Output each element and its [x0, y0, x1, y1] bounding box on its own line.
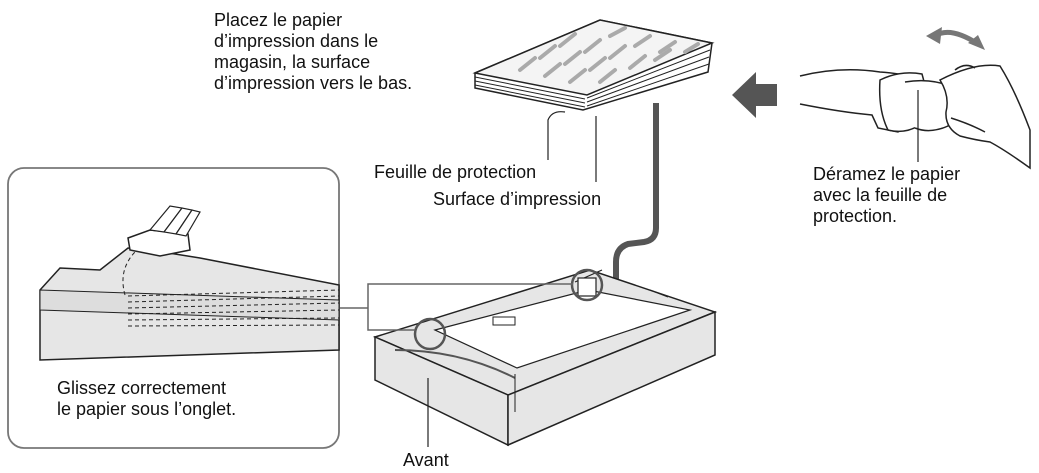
fan-motion-arrowhead-right	[968, 35, 985, 50]
paper-stack-illustration	[472, 19, 715, 111]
insert-arrow	[613, 103, 659, 305]
inset-connector	[340, 283, 573, 331]
fan-motion-arrowhead-left	[926, 27, 942, 44]
direction-arrow	[732, 72, 777, 118]
print-surface-label: Surface d’impression	[433, 189, 602, 209]
inset-tab-closeup	[39, 205, 340, 361]
tab-highlight-circle-front	[413, 317, 447, 351]
paper-tray-illustration	[372, 269, 718, 447]
protection-sheet-label: Feuille de protection	[374, 162, 537, 182]
hands-fanning-illustration	[799, 64, 1031, 170]
front-label: Avant	[403, 450, 449, 470]
load-instruction-label: Placez le papier d’impression dans le ma…	[214, 10, 413, 93]
tab-highlight-circle-rear	[570, 268, 604, 302]
slide-instruction-label: Glissez correctement le papier sous l’on…	[57, 378, 237, 419]
fan-instruction-label: Déramez le papier avec la feuille de pro…	[813, 164, 961, 226]
protection-sheet-leader	[547, 111, 566, 160]
